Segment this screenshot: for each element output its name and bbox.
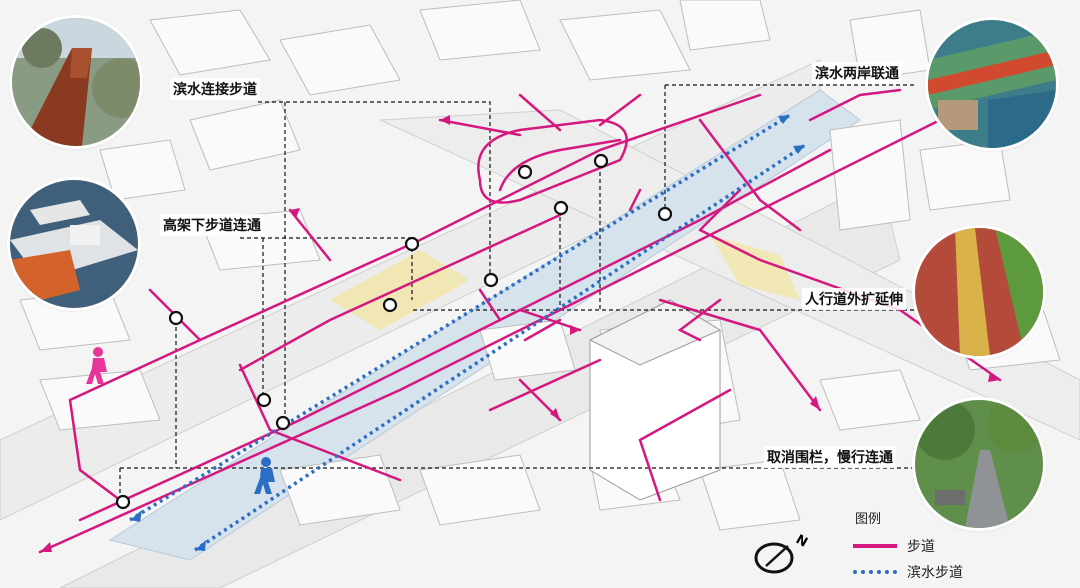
node-markers <box>115 153 673 510</box>
legend-waterfront-swatch <box>853 570 897 574</box>
cross-road <box>379 109 1080 441</box>
walkway-network <box>38 88 1002 554</box>
north-compass-icon: N <box>752 532 812 576</box>
pedestrian-pink-icon <box>86 347 107 384</box>
photo-sidewalk <box>915 228 1043 356</box>
label-binshui-walkway: 滨水连接步道 <box>170 78 260 100</box>
plaza-west <box>330 250 470 330</box>
label-remove-fence: 取消围栏，慢行连通 <box>764 446 896 468</box>
legend-walkway: 步道 <box>853 536 935 556</box>
photo-slow-traffic <box>915 400 1043 528</box>
legend-walkway-swatch <box>853 544 897 548</box>
legend-waterfront-label: 滨水步道 <box>907 565 963 581</box>
legend-title: 图例 <box>855 512 882 527</box>
waterfront-walkway-lines <box>129 113 806 552</box>
label-two-bank: 滨水两岸联通 <box>812 62 902 84</box>
photo-elevated-plaza <box>10 180 138 308</box>
legend-walkway-label: 步道 <box>907 539 935 555</box>
label-elevated-walkway: 高架下步道连通 <box>160 214 264 236</box>
photo-boardwalk <box>12 18 140 146</box>
photo-river-bridge <box>928 20 1056 148</box>
legend-waterfront: 滨水步道 <box>853 562 963 582</box>
pedestrian-blue-icon <box>254 457 275 494</box>
plaza-east <box>710 235 800 300</box>
label-sidewalk-extend: 人行道外扩延伸 <box>802 288 906 310</box>
